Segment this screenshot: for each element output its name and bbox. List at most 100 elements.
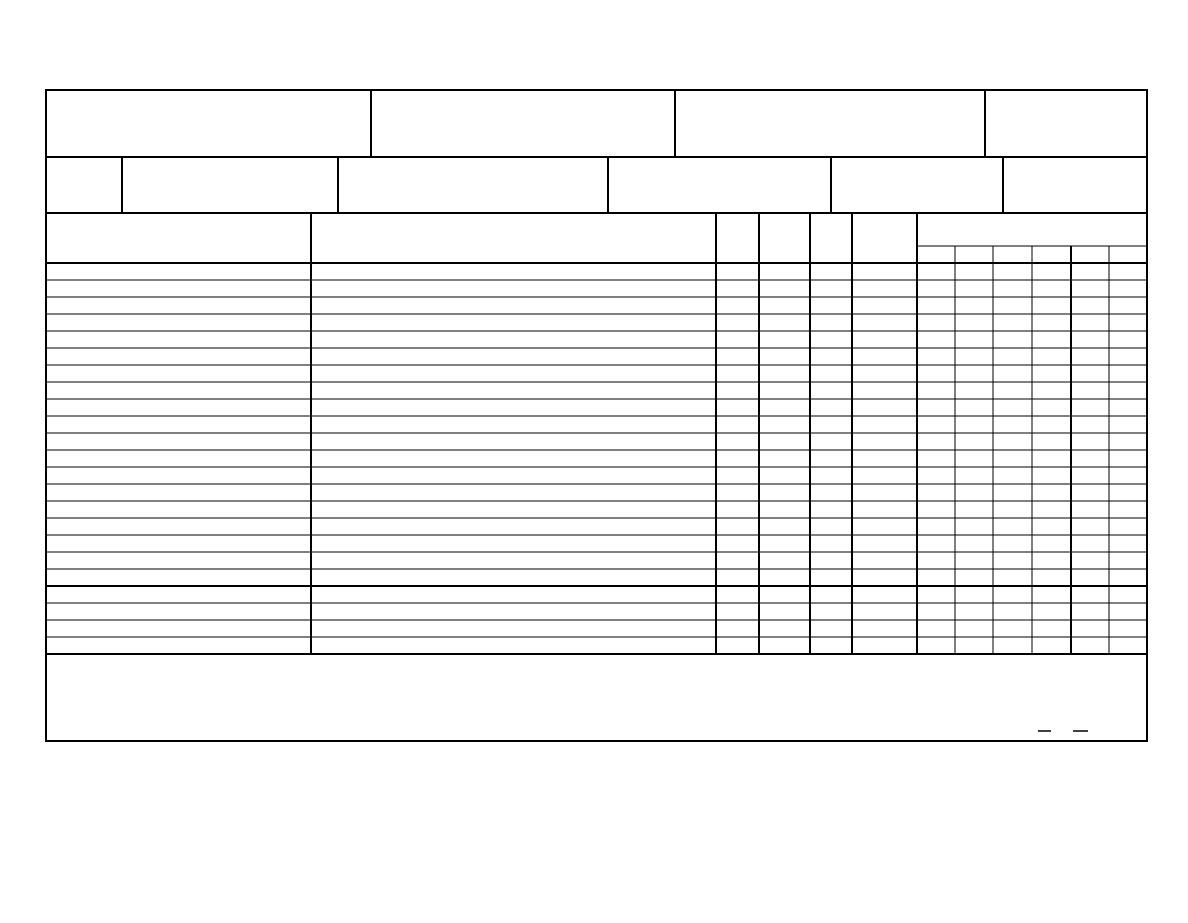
table-cell[interactable] xyxy=(1110,264,1146,279)
table-cell[interactable] xyxy=(853,417,916,432)
table-cell[interactable] xyxy=(918,485,954,500)
table-cell[interactable] xyxy=(994,400,1031,415)
table-cell[interactable] xyxy=(1072,485,1108,500)
table-cell[interactable] xyxy=(811,485,851,500)
table-cell[interactable] xyxy=(956,604,992,619)
table-cell[interactable] xyxy=(312,298,715,313)
table-cell[interactable] xyxy=(312,621,715,636)
table-cell[interactable] xyxy=(918,349,954,364)
table-cell[interactable] xyxy=(918,553,954,568)
table-cell[interactable] xyxy=(312,502,715,517)
table-cell[interactable] xyxy=(1110,536,1146,551)
table-cell[interactable] xyxy=(1110,502,1146,517)
table-cell[interactable] xyxy=(760,621,809,636)
table-cell[interactable] xyxy=(760,332,809,347)
table-cell[interactable] xyxy=(760,638,809,653)
header2-field-6[interactable] xyxy=(1004,158,1146,212)
table-cell[interactable] xyxy=(760,485,809,500)
table-cell[interactable] xyxy=(760,604,809,619)
table-cell[interactable] xyxy=(1110,400,1146,415)
table-cell[interactable] xyxy=(1033,298,1070,313)
table-cell[interactable] xyxy=(47,553,310,568)
table-cell[interactable] xyxy=(1072,451,1108,466)
table-cell[interactable] xyxy=(918,468,954,483)
table-cell[interactable] xyxy=(1033,366,1070,381)
table-cell[interactable] xyxy=(994,315,1031,330)
table-cell[interactable] xyxy=(1072,264,1108,279)
table-cell[interactable] xyxy=(918,281,954,296)
table-cell[interactable] xyxy=(717,553,758,568)
table-cell[interactable] xyxy=(717,434,758,449)
table-cell[interactable] xyxy=(811,553,851,568)
table-cell[interactable] xyxy=(811,519,851,534)
table-cell[interactable] xyxy=(994,587,1031,602)
table-cell[interactable] xyxy=(853,281,916,296)
table-cell[interactable] xyxy=(994,553,1031,568)
table-cell[interactable] xyxy=(1072,638,1108,653)
table-cell[interactable] xyxy=(1110,621,1146,636)
table-cell[interactable] xyxy=(956,366,992,381)
table-cell[interactable] xyxy=(717,502,758,517)
table-cell[interactable] xyxy=(760,298,809,313)
table-cell[interactable] xyxy=(717,468,758,483)
table-cell[interactable] xyxy=(312,519,715,534)
table-cell[interactable] xyxy=(918,264,954,279)
table-cell[interactable] xyxy=(994,264,1031,279)
table-cell[interactable] xyxy=(717,383,758,398)
table-cell[interactable] xyxy=(1072,621,1108,636)
table-cell[interactable] xyxy=(717,604,758,619)
table-cell[interactable] xyxy=(918,400,954,415)
table-cell[interactable] xyxy=(1110,638,1146,653)
table-cell[interactable] xyxy=(853,621,916,636)
table-cell[interactable] xyxy=(47,485,310,500)
table-cell[interactable] xyxy=(918,638,954,653)
table-cell[interactable] xyxy=(956,349,992,364)
table-cell[interactable] xyxy=(760,315,809,330)
table-cell[interactable] xyxy=(956,298,992,313)
table-cell[interactable] xyxy=(1033,451,1070,466)
table-cell[interactable] xyxy=(994,434,1031,449)
table-cell[interactable] xyxy=(918,332,954,347)
table-cell[interactable] xyxy=(1072,553,1108,568)
table-cell[interactable] xyxy=(1033,332,1070,347)
table-cell[interactable] xyxy=(1033,502,1070,517)
table-cell[interactable] xyxy=(717,485,758,500)
table-cell[interactable] xyxy=(1110,281,1146,296)
table-cell[interactable] xyxy=(47,502,310,517)
table-cell[interactable] xyxy=(853,349,916,364)
table-cell[interactable] xyxy=(811,468,851,483)
table-cell[interactable] xyxy=(1110,587,1146,602)
table-cell[interactable] xyxy=(312,553,715,568)
table-cell[interactable] xyxy=(1110,383,1146,398)
table-cell[interactable] xyxy=(1033,417,1070,432)
table-cell[interactable] xyxy=(811,332,851,347)
table-cell[interactable] xyxy=(918,519,954,534)
table-cell[interactable] xyxy=(760,417,809,432)
table-cell[interactable] xyxy=(1110,468,1146,483)
table-cell[interactable] xyxy=(717,315,758,330)
table-cell[interactable] xyxy=(47,349,310,364)
table-cell[interactable] xyxy=(956,621,992,636)
table-cell[interactable] xyxy=(47,621,310,636)
table-cell[interactable] xyxy=(717,519,758,534)
table-cell[interactable] xyxy=(312,638,715,653)
table-cell[interactable] xyxy=(956,400,992,415)
table-cell[interactable] xyxy=(717,417,758,432)
table-cell[interactable] xyxy=(1072,570,1108,585)
table-cell[interactable] xyxy=(994,366,1031,381)
table-cell[interactable] xyxy=(760,519,809,534)
table-cell[interactable] xyxy=(1110,485,1146,500)
table-cell[interactable] xyxy=(717,366,758,381)
table-cell[interactable] xyxy=(994,383,1031,398)
table-cell[interactable] xyxy=(853,400,916,415)
table-cell[interactable] xyxy=(956,417,992,432)
table-cell[interactable] xyxy=(760,366,809,381)
table-cell[interactable] xyxy=(853,638,916,653)
table-cell[interactable] xyxy=(1072,519,1108,534)
table-cell[interactable] xyxy=(312,451,715,466)
table-cell[interactable] xyxy=(760,536,809,551)
table-cell[interactable] xyxy=(1033,519,1070,534)
table-cell[interactable] xyxy=(1110,315,1146,330)
table-cell[interactable] xyxy=(312,417,715,432)
table-cell[interactable] xyxy=(312,264,715,279)
